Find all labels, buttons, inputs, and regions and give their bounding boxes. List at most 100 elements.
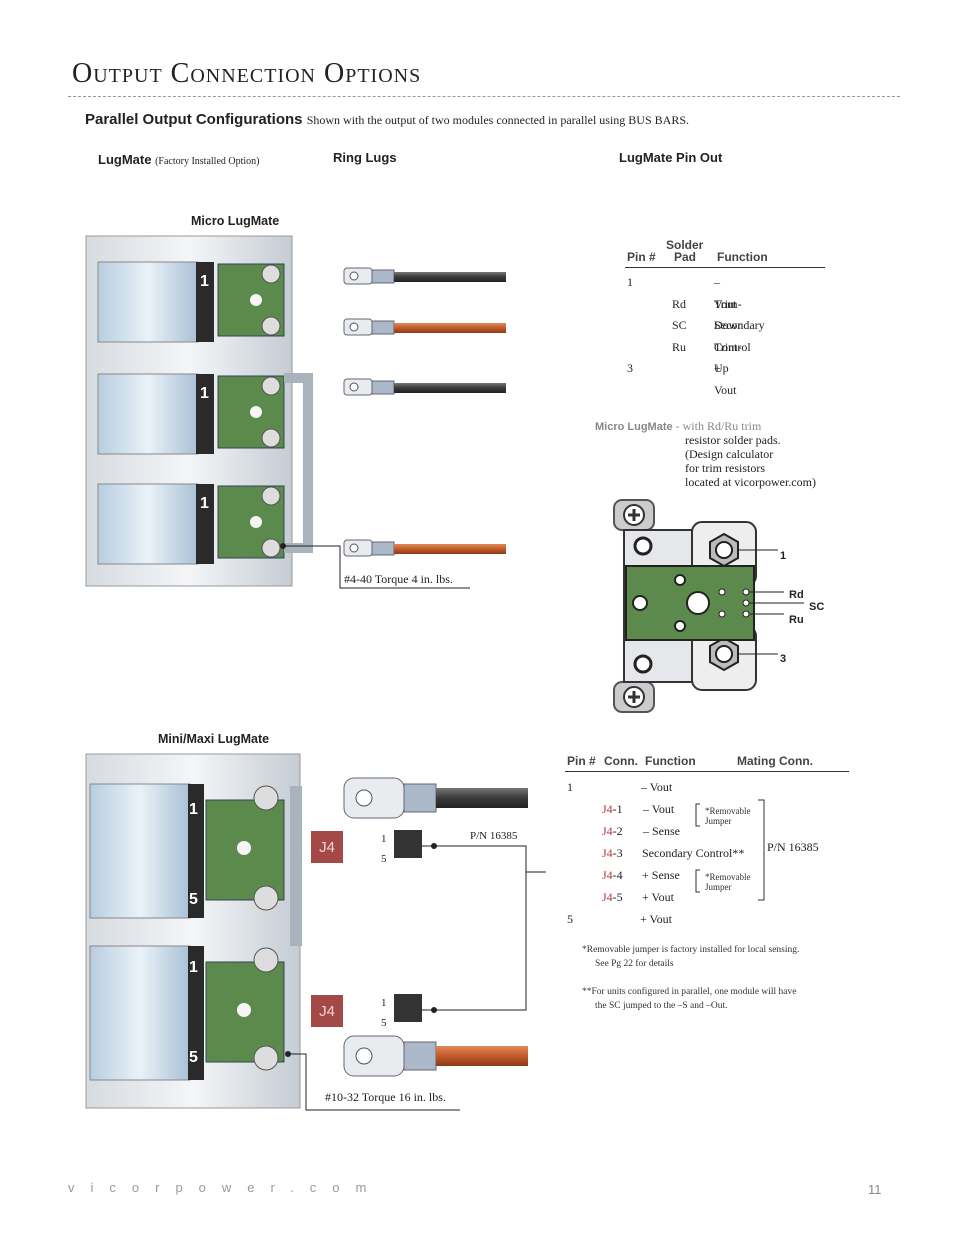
subheading-bold: Parallel Output Configurations (85, 111, 303, 128)
mini-torque-text: #10-32 Torque 16 in. lbs. (325, 1090, 446, 1104)
mini-function-cell: + Sense (642, 868, 680, 882)
title-divider (68, 96, 900, 97)
mini-torque-callout-line (288, 1053, 460, 1111)
mini-conn-num: -4 (612, 868, 623, 882)
micro-module-number-3: 1 (200, 495, 209, 512)
j4-badge-top: J4 (311, 831, 343, 863)
mini-conn-cell: J4 (602, 846, 613, 860)
footnote-1: *Removable jumper is factory installed f… (582, 943, 799, 971)
column-pinout: LugMate Pin Out (619, 150, 723, 165)
mini-pin-row: J4-3 Secondary Control** (567, 842, 777, 864)
footnote-2-line: the SC jumped to the –S and –Out. (595, 1001, 728, 1011)
jumper-note-line: *Removable (705, 806, 751, 816)
micro-caption-line-4: located at vicorpower.com) (685, 475, 816, 489)
micro-detail-label-rd: Rd (789, 589, 804, 601)
mini-conn-cell: J4 (602, 890, 613, 904)
mini-table-rule (565, 771, 849, 772)
mini-function-cell: + Vout (640, 912, 673, 926)
connector-bottom-pin-1: 1 (381, 997, 387, 1009)
page-title: Output Connection Options (72, 58, 422, 89)
footnote-1-line: *Removable jumper is factory installed f… (582, 945, 800, 955)
micro-lugmate-label: Micro LugMate (191, 214, 280, 228)
mini-pin-row: J4-4 + Sense (567, 864, 777, 886)
subheading-text: Shown with the output of two modules con… (306, 113, 689, 127)
mini-lugmate-illustration: 1 5 1 5 (85, 753, 546, 1111)
mini-pin-row: 5 + Vout (567, 908, 777, 930)
micro-table-header-pin: Pin # (627, 250, 656, 264)
micro-ring-lug-4 (343, 539, 506, 557)
mini-conn-num: -5 (612, 890, 623, 904)
mini-function-cell: – Vout (641, 780, 673, 794)
micro-caption-lead: Micro LugMate (595, 421, 673, 433)
footer-url[interactable]: vicorpower.com (68, 1180, 383, 1195)
mini-pin-row: 1 – Vout (567, 776, 777, 798)
jumper-note-line: *Removable (705, 872, 751, 882)
mini-module-number-1: 1 (189, 801, 198, 818)
mini-pin-cell: 1 (567, 780, 573, 794)
micro-function-cell: + Vout (714, 361, 737, 397)
mini-table-header-conn: Conn. (604, 754, 638, 768)
micro-table-header-pad-top: Solder (666, 238, 704, 252)
micro-caption-line-0: - with Rd/Ru trim (675, 419, 762, 433)
column-lugmate-note: (Factory Installed Option) (155, 156, 260, 167)
column-ring-lugs: Ring Lugs (333, 150, 397, 165)
micro-detail-label-1: 1 (780, 550, 786, 562)
footnote-2: **For units configured in parallel, one … (582, 985, 797, 1013)
mini-pin-row: J4-1 – Vout (567, 798, 777, 820)
mini-conn-num: -2 (612, 824, 623, 838)
mini-mating-connector-top (394, 830, 437, 858)
micro-caption-line-3: for trim resistors (685, 461, 765, 475)
mini-table-header-pin: Pin # (567, 754, 596, 768)
micro-caption-rest: resistor solder pads. (Design calculator… (685, 433, 816, 489)
jumper-note-top: *Removable Jumper (705, 806, 751, 826)
micro-pad-cell: Rd (672, 296, 687, 311)
column-lugmate-label: LugMate (98, 152, 152, 167)
mini-pin-row: J4-2 – Sense (567, 820, 777, 842)
mini-function-cell: – Vout (643, 802, 675, 816)
j4-badge-bottom: J4 (311, 995, 343, 1027)
micro-ring-lug-1 (343, 267, 506, 285)
micro-function-cell: Trim-Down (714, 296, 744, 333)
mini-conn-cell: J4 (602, 868, 613, 882)
mini-module-number-1b: 1 (189, 959, 198, 976)
micro-detail-label-ru: Ru (789, 614, 804, 626)
footnote-1-line: See Pg 22 for details (595, 959, 674, 969)
column-lugmate: LugMate (Factory Installed Option) (98, 152, 260, 167)
mini-conn-num: -1 (612, 802, 623, 816)
micro-detail-label-sc: SC (809, 601, 824, 613)
micro-pad-cell: Ru (672, 339, 687, 354)
micro-table-rule (625, 267, 825, 268)
footnote-2-line: **For units configured in parallel, one … (582, 987, 797, 997)
mini-part-number: P/N 16385 (470, 830, 518, 842)
mini-pin-cell: 5 (567, 912, 573, 926)
micro-lugmate-illustration: 1 1 1 (85, 235, 506, 589)
mini-bus-bar (290, 786, 302, 946)
mini-module-2 (89, 945, 285, 1081)
mini-conn-num: -3 (612, 846, 623, 860)
page-number: 11 (868, 1182, 882, 1197)
mini-mating-connector-bottom (394, 994, 437, 1022)
micro-caption: Micro LugMate - with Rd/Ru trim (595, 419, 761, 434)
mini-pin-row: J4-5 + Vout (567, 886, 777, 908)
micro-pad-cell: SC (672, 318, 687, 333)
connector-top-pin-5: 5 (381, 853, 387, 865)
jumper-note-bottom: *Removable Jumper (705, 872, 751, 892)
mini-module-number-5: 5 (189, 891, 198, 908)
jumper-note-line: Jumper (705, 816, 732, 826)
mini-connector-wire (434, 845, 527, 1011)
jumper-brackets (695, 799, 765, 901)
micro-table-header-pad: Pad (674, 250, 697, 264)
micro-pin-cell: 1 (627, 275, 633, 289)
micro-ring-lug-3 (343, 378, 506, 396)
micro-detail-label-3: 3 (780, 653, 786, 665)
micro-module-number-2: 1 (200, 385, 209, 402)
micro-function-cell: Secondary Control (714, 318, 765, 354)
mini-conn-cell: J4 (602, 824, 613, 838)
mini-module-1 (89, 783, 285, 919)
micro-caption-line-1: resistor solder pads. (685, 433, 781, 447)
micro-module-number-1: 1 (200, 273, 209, 290)
micro-bus-bar (284, 373, 313, 553)
mini-function-cell: + Vout (642, 890, 675, 904)
micro-table-header-function: Function (717, 250, 768, 264)
mini-ring-lug-top (343, 777, 528, 819)
